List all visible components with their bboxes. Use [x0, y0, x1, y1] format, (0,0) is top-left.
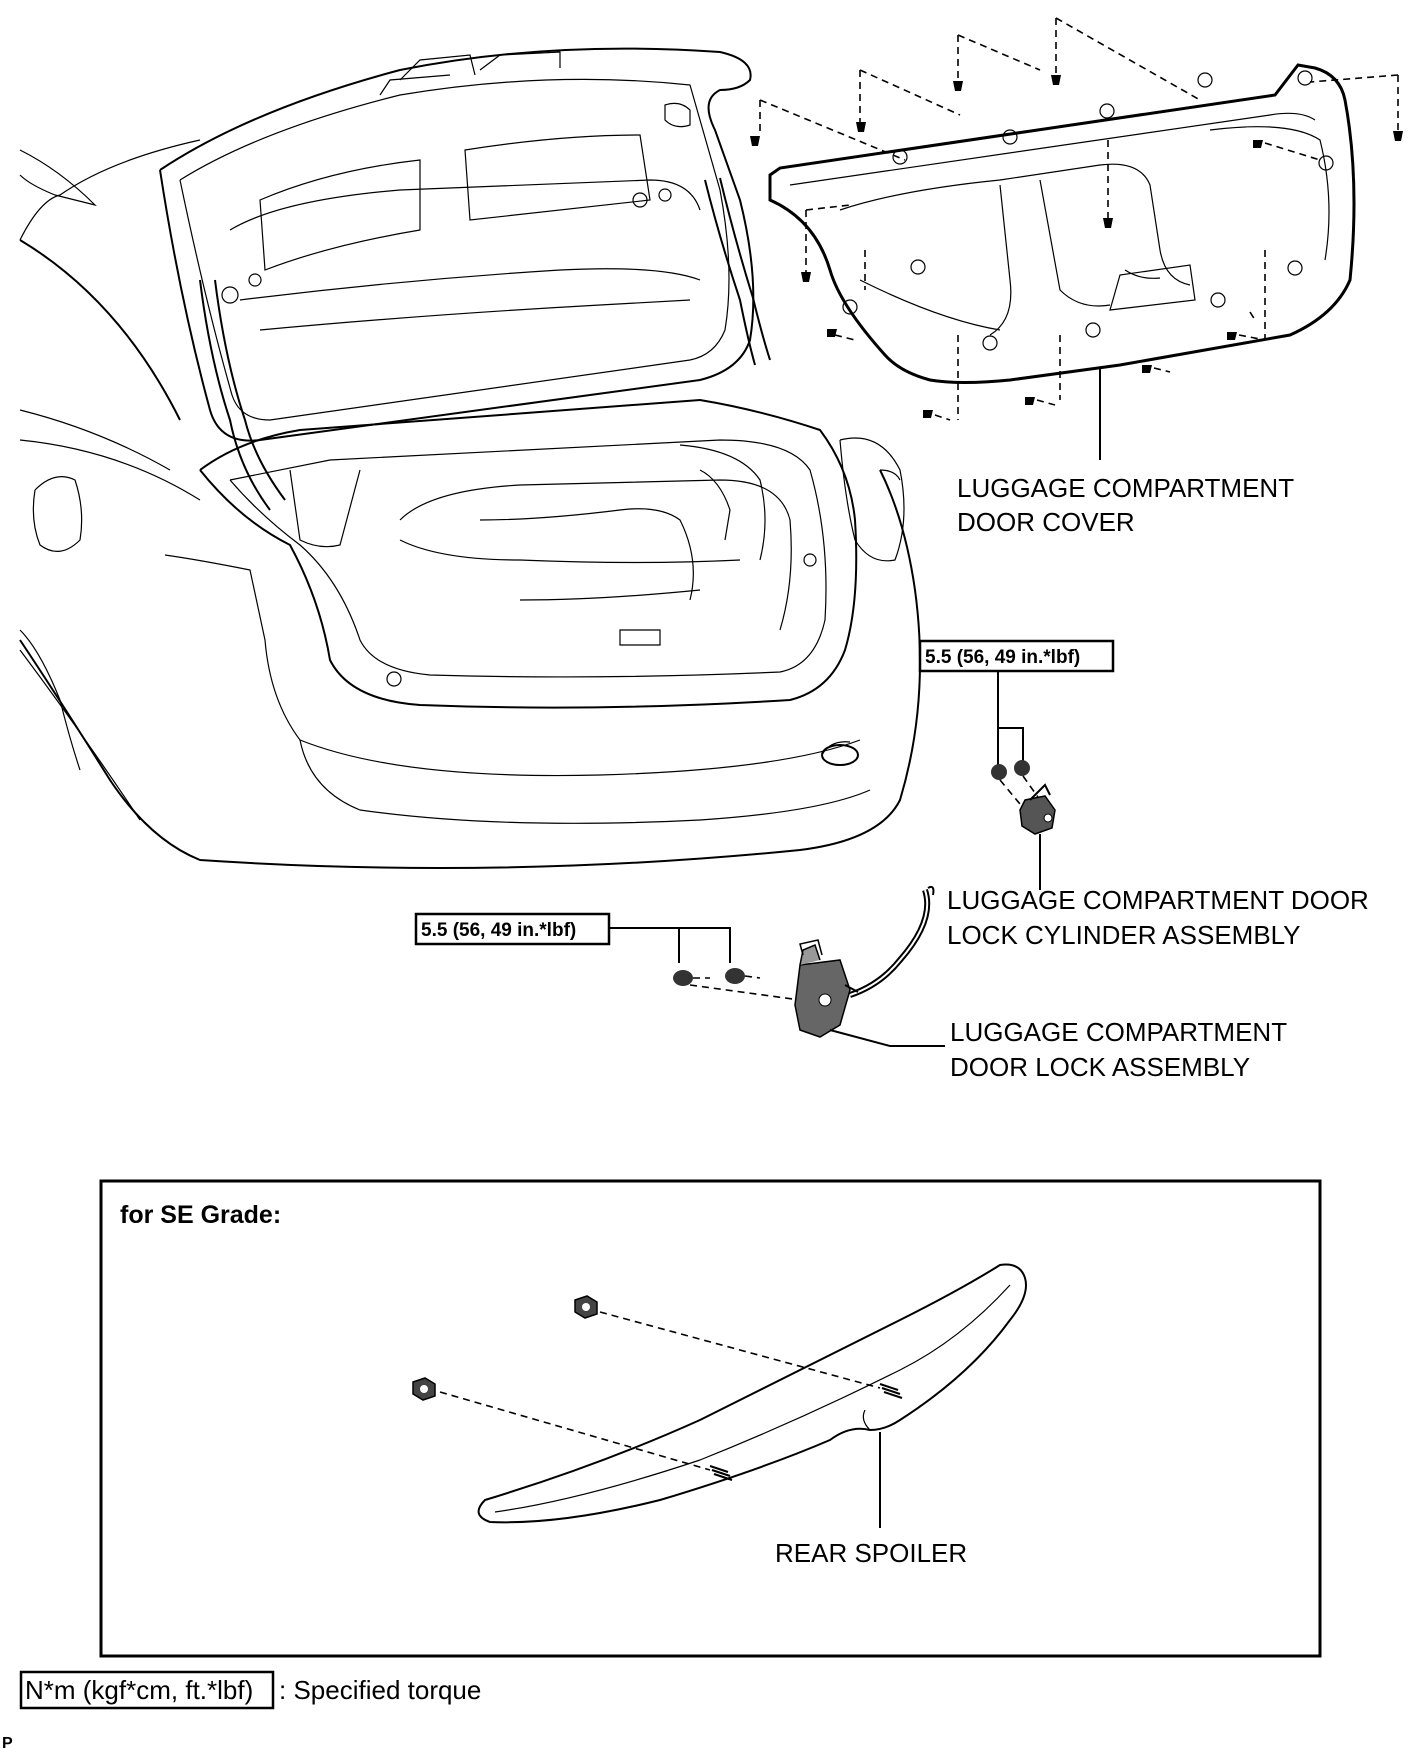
- lock-cylinder-torque-leader: [997, 672, 1024, 765]
- car-illustration: [19, 47, 921, 869]
- door-lock-torque: 5.5 (56, 49 in.*lbf): [421, 920, 576, 941]
- lock-cylinder-illustration: [991, 760, 1056, 835]
- door-cover-label-line1: LUGGAGE COMPARTMENT: [957, 473, 1294, 503]
- rear-spoiler-illustration: [412, 1263, 1027, 1524]
- lock-cylinder-label-line1: LUGGAGE COMPARTMENT DOOR: [947, 885, 1369, 915]
- door-lock-illustration: [673, 885, 935, 1038]
- legend-symbol: N*m (kgf*cm, ft.*lbf): [25, 1675, 253, 1705]
- lock-cylinder-label-line2: LOCK CYLINDER ASSEMBLY: [947, 920, 1301, 950]
- torque-legend: N*m (kgf*cm, ft.*lbf) : Specified torque: [19, 1670, 481, 1710]
- door-cover-clips: [750, 17, 1403, 421]
- door-cover-label-line2: DOOR COVER: [957, 507, 1135, 537]
- door-lock-torque-box: 5.5 (56, 49 in.*lbf): [414, 912, 611, 946]
- lock-cylinder-torque: 5.5 (56, 49 in.*lbf): [925, 647, 1080, 668]
- lock-cylinder-torque-box: 5.5 (56, 49 in.*lbf): [918, 639, 1115, 673]
- se-grade-title: for SE Grade:: [120, 1201, 281, 1229]
- door-lock-label-line1: LUGGAGE COMPARTMENT: [950, 1017, 1287, 1047]
- rear-spoiler-label: REAR SPOILER: [775, 1538, 967, 1568]
- legend-description: : Specified torque: [279, 1675, 481, 1705]
- corner-mark: P: [2, 1735, 13, 1752]
- door-cover-illustration: [768, 63, 1356, 384]
- se-grade-inset-frame: [99, 1179, 1322, 1658]
- door-lock-torque-leader: [609, 927, 731, 963]
- door-lock-leader: [829, 1029, 945, 1047]
- door-lock-label-line2: DOOR LOCK ASSEMBLY: [950, 1052, 1250, 1082]
